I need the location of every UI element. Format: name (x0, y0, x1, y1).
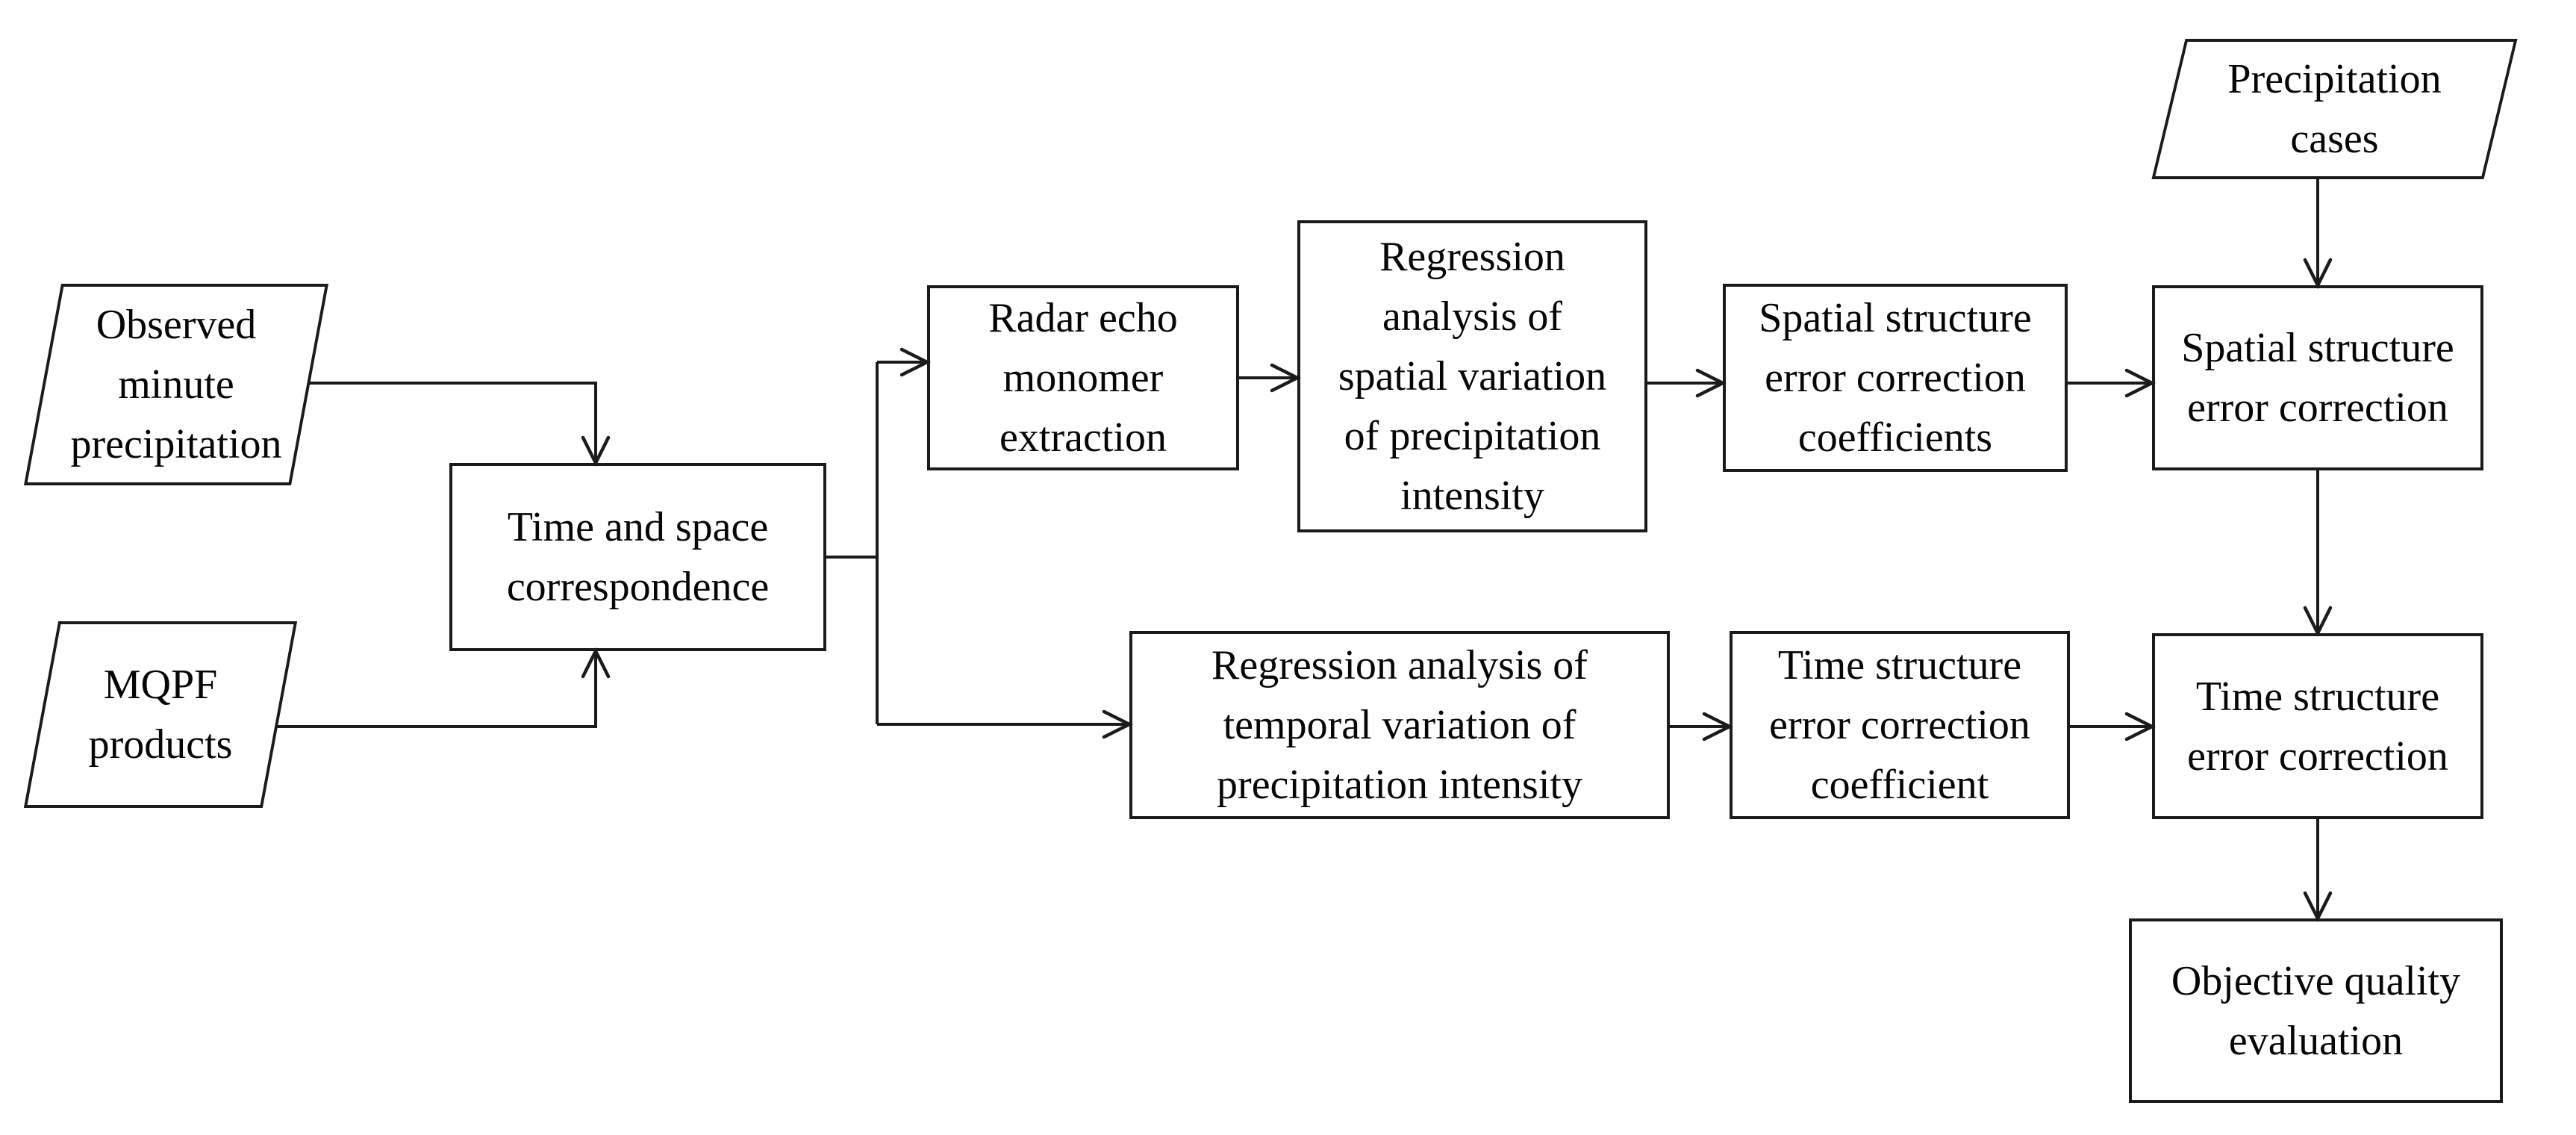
node-regression-analysis-temporal-variation: Regression analysis of temporal variatio… (1129, 631, 1670, 819)
node-spatial-structure-error-correction: Spatial structure error correction (2152, 285, 2483, 470)
node-spatial-structure-error-correction-coefficients: Spatial structure error correction coeff… (1723, 284, 2068, 472)
edge-observed-to-timespace (308, 382, 611, 467)
node-observed-minute-precipitation: Observed minute precipitation (23, 284, 329, 485)
node-label: Time and space correspondence (506, 504, 770, 610)
node-objective-quality-evaluation: Objective quality evaluation (2129, 918, 2503, 1103)
node-label: Objective quality evaluation (2171, 957, 2461, 1064)
node-precipitation-cases: Precipitation cases (2151, 39, 2518, 179)
edge-mqpf-to-timespace (275, 647, 611, 728)
node-label: Radar echo monomer extraction (988, 295, 1178, 461)
node-time-and-space-correspondence: Time and space correspondence (449, 463, 826, 651)
node-label: MQPF products (88, 662, 233, 768)
node-label: Spatial structure error correction (2181, 325, 2454, 431)
node-label: Spatial structure error correction coeff… (1759, 295, 2032, 461)
node-label: Time structure error correction (2187, 673, 2448, 780)
node-time-structure-error-correction-coefficient: Time structure error correction coeffici… (1730, 631, 2070, 819)
node-label: Regression analysis of spatial variation… (1338, 234, 1607, 519)
node-label: Time structure error correction coeffici… (1769, 642, 2030, 808)
node-mqpf-products: MQPF products (23, 621, 298, 808)
node-label: Observed minute precipitation (70, 302, 282, 467)
node-label: Precipitation cases (2227, 56, 2442, 162)
node-regression-analysis-spatial-variation: Regression analysis of spatial variation… (1297, 220, 1647, 532)
node-time-structure-error-correction: Time structure error correction (2152, 633, 2483, 819)
node-label: Regression analysis of temporal variatio… (1211, 642, 1588, 808)
node-radar-echo-monomer-extraction: Radar echo monomer extraction (927, 285, 1239, 470)
